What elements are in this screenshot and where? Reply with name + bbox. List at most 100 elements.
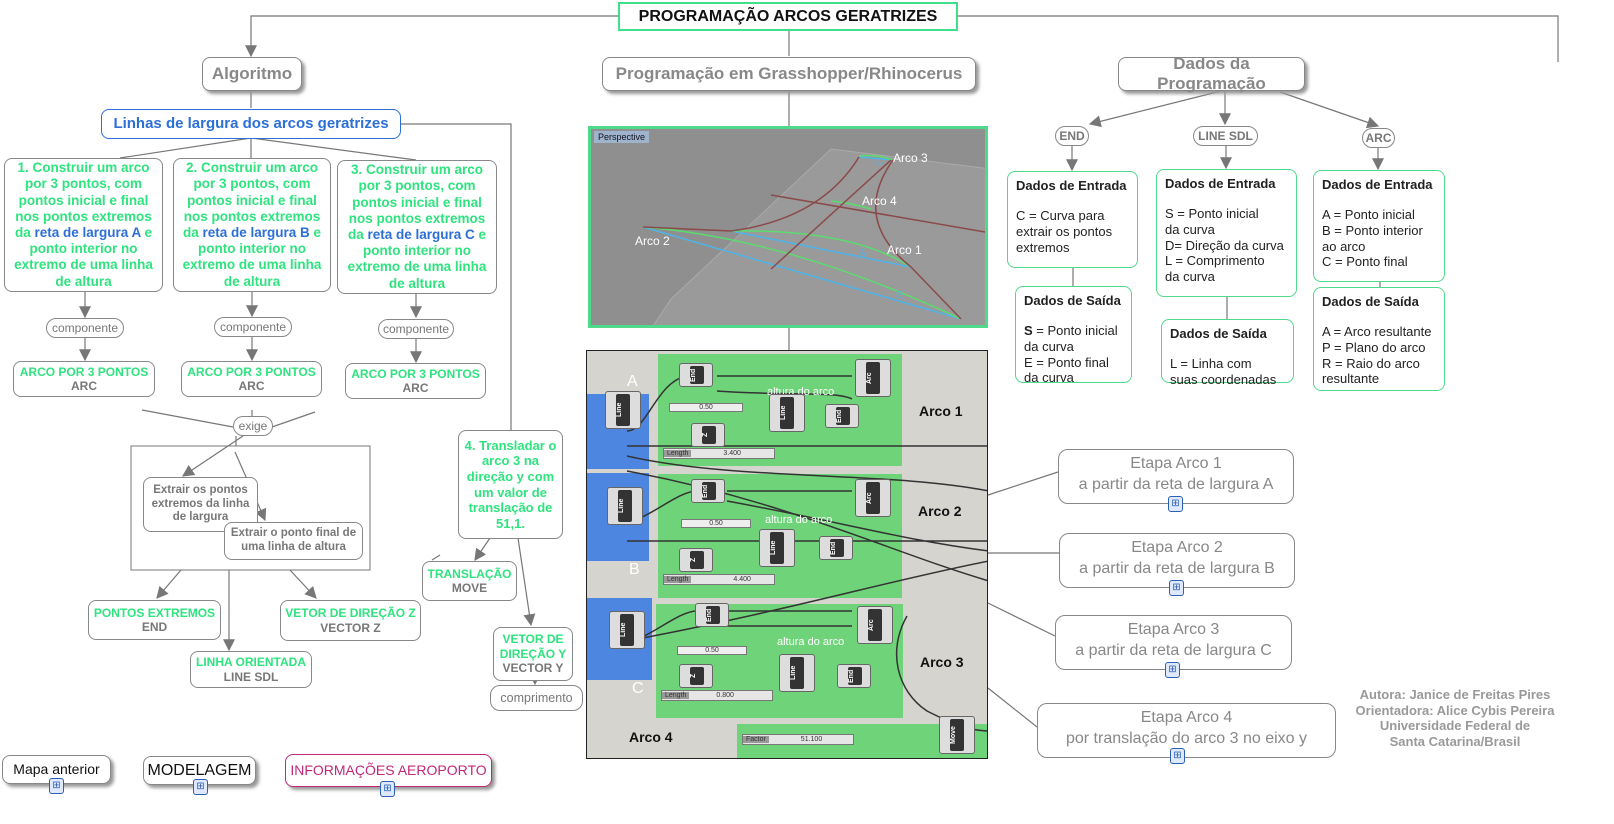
pill-end: END bbox=[1055, 126, 1089, 146]
gh-component-line[interactable]: Line bbox=[779, 654, 815, 692]
rhino-viewport: Perspective Arco 3 Arco 4 Arco 2 Arco 1 … bbox=[588, 126, 988, 328]
gh-component-end[interactable]: End bbox=[819, 536, 853, 560]
gh-component-vec[interactable]: Z bbox=[691, 423, 725, 447]
gh-component-label: Line bbox=[770, 532, 784, 564]
gh-component-label: End bbox=[836, 407, 850, 425]
map-link-icon[interactable]: ⊞ bbox=[1168, 496, 1183, 512]
node-step-2: 2. Construir um arco por 3 pontos, com p… bbox=[173, 158, 331, 292]
map-link-icon[interactable]: ⊞ bbox=[193, 779, 208, 795]
node-step-1: 1. Construir um arco por 3 pontos, com p… bbox=[4, 158, 163, 292]
gh-component-label: Arc bbox=[866, 482, 880, 514]
viewport-geometry bbox=[642, 148, 985, 325]
node-step-3: 3. Construir um arco por 3 pontos, com p… bbox=[337, 160, 497, 294]
pill-line-sdl: LINE SDL bbox=[1193, 126, 1258, 146]
viewport-label[interactable]: Perspective bbox=[594, 131, 650, 143]
gh-component-vec[interactable]: Z bbox=[679, 664, 713, 688]
pill-arc: ARC bbox=[1362, 128, 1395, 148]
gh-component-label: End bbox=[702, 482, 716, 500]
gh-component-label: Z bbox=[690, 551, 704, 569]
gh-component-vec[interactable]: Z bbox=[679, 548, 713, 572]
map-link-icon[interactable]: ⊞ bbox=[1165, 662, 1180, 678]
mid-slider[interactable]: 0.50 bbox=[677, 646, 747, 655]
gh-component-end[interactable]: End bbox=[691, 479, 725, 503]
link-componente: componente bbox=[378, 319, 454, 339]
gh-component-line[interactable]: Line bbox=[605, 391, 641, 429]
viewport-label-arco3: Arco 3 bbox=[893, 151, 928, 165]
mid-slider[interactable]: 0.50 bbox=[669, 403, 743, 412]
gh-component-label: Z bbox=[702, 426, 716, 444]
gh-component-label: Line bbox=[620, 614, 634, 646]
gh-component-label: Line bbox=[616, 394, 630, 426]
gh-component-end[interactable]: End bbox=[837, 664, 871, 688]
wires bbox=[626, 375, 987, 732]
gh-component-arc[interactable]: Arc bbox=[855, 359, 891, 397]
gh-component-arc[interactable]: Arc bbox=[857, 606, 893, 644]
gh-component-label: Line bbox=[780, 397, 794, 429]
group-label-a: A bbox=[627, 373, 638, 390]
canvas-label-arco1: Arco 1 bbox=[919, 403, 963, 419]
altura-label: altura do arco bbox=[777, 636, 845, 648]
gh-component-move[interactable]: Move bbox=[939, 716, 975, 754]
mid-slider[interactable]: 0.50 bbox=[681, 519, 751, 528]
viewport-line-c: C bbox=[876, 157, 884, 168]
link-componente: componente bbox=[214, 317, 292, 337]
gh-component-label: End bbox=[830, 539, 844, 557]
map-link-icon[interactable]: ⊞ bbox=[49, 778, 64, 794]
viewport-label-arco1: Arco 1 bbox=[887, 243, 922, 257]
canvas-label-arco4: Arco 4 bbox=[629, 729, 673, 745]
gh-component-line[interactable]: Line bbox=[769, 394, 805, 432]
map-link-icon[interactable]: ⊞ bbox=[380, 781, 395, 797]
gh-component-label: End bbox=[706, 606, 720, 624]
nav-modelagem[interactable]: MODELAGEM bbox=[143, 756, 256, 785]
node-programacao: Programação em Grasshopper/Rhinocerus bbox=[602, 57, 976, 91]
gh-component-line[interactable]: Line bbox=[607, 487, 643, 525]
gh-component-line[interactable]: Line bbox=[759, 529, 795, 567]
length-slider-2[interactable]: Length 4.400 bbox=[663, 574, 775, 585]
gh-component-label: End bbox=[848, 667, 862, 685]
viewport-label-arco2: Arco 2 bbox=[635, 234, 670, 248]
map-link-icon[interactable]: ⊞ bbox=[1170, 748, 1185, 764]
gh-component-end[interactable]: End bbox=[695, 603, 729, 627]
altura-label: altura do arco bbox=[765, 514, 833, 526]
gh-component-end[interactable]: End bbox=[679, 363, 713, 387]
node-extrair-pontos: Extrair os pontos extremos da linha de l… bbox=[143, 477, 258, 532]
length-slider-3[interactable]: Length 0.800 bbox=[661, 690, 773, 701]
map-link-icon[interactable]: ⊞ bbox=[1169, 580, 1184, 596]
gh-component-arc[interactable]: Arc bbox=[855, 479, 891, 517]
map-title: PROGRAMAÇÃO ARCOS GERATRIZES bbox=[618, 2, 958, 31]
node-extrair-final: Extrair o ponto final de uma linha de al… bbox=[224, 522, 363, 560]
node-algoritmo: Algoritmo bbox=[202, 57, 302, 91]
grasshopper-canvas[interactable]: A B C altura do arco altura do arco altu… bbox=[586, 350, 988, 759]
link-componente: componente bbox=[46, 318, 124, 338]
gh-component-label: Arc bbox=[868, 609, 882, 641]
group-label-b: B bbox=[629, 561, 640, 578]
viewport-line-a: A bbox=[859, 248, 866, 259]
gh-component-line[interactable]: Line bbox=[609, 611, 645, 649]
canvas-label-arco3: Arco 3 bbox=[920, 654, 964, 670]
gh-component-label: Z bbox=[690, 667, 704, 685]
gh-component-end[interactable]: End bbox=[825, 404, 859, 428]
gh-component-label: Arc bbox=[866, 362, 880, 394]
group-label-c: C bbox=[632, 680, 644, 697]
canvas-label-arco2: Arco 2 bbox=[918, 503, 962, 519]
viewport-line-b: B bbox=[896, 290, 903, 301]
length-slider-1[interactable]: Length 3.400 bbox=[663, 448, 775, 459]
factor-slider[interactable]: Factor 51.100 bbox=[742, 734, 854, 745]
